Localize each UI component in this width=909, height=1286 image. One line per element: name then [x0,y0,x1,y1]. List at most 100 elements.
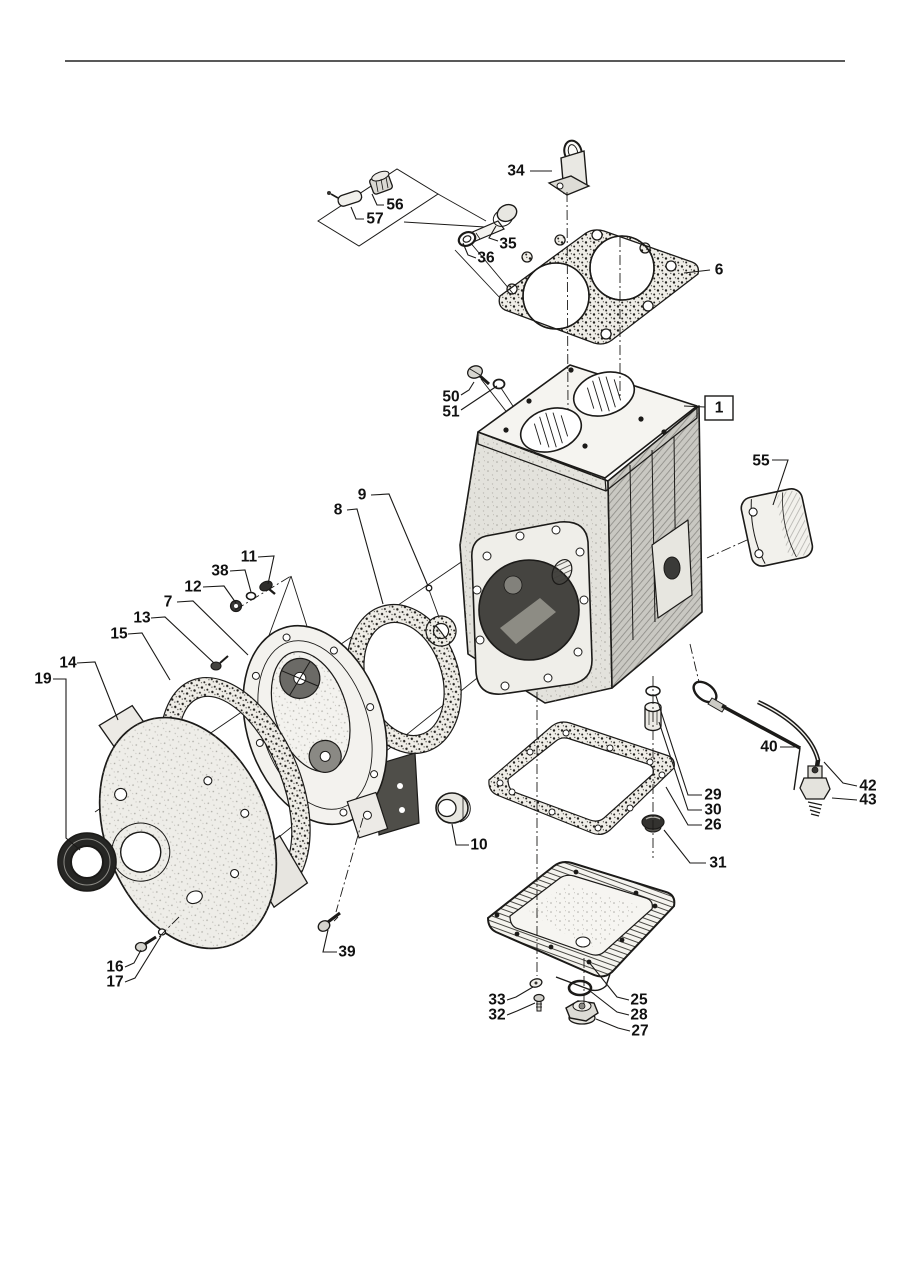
part-14-cover [98,704,309,950]
callout-27: 27 [631,1023,648,1040]
callout-57: 57 [366,211,383,228]
callout-1: 1 [715,400,724,417]
part-10-bushing [435,792,471,824]
leader-line-55 [772,459,789,506]
leader-line-33 [506,986,534,1001]
callout-12: 12 [184,579,201,596]
leader-line-25 [587,960,630,1001]
callout-10: 10 [470,837,487,854]
callout-6: 6 [715,262,724,279]
callout-29: 29 [704,787,722,804]
part-36-washer [457,231,477,247]
leader-line-30 [658,721,702,811]
callout-42: 42 [859,778,876,795]
callout-14: 14 [59,655,77,672]
part-25-oil-pan [486,861,676,992]
leader-line-6 [683,269,711,274]
leader-line-1 [683,405,706,408]
part-6-head-gasket [498,229,700,345]
part-56-plug [369,170,393,195]
part-12-nut [229,599,243,613]
leader-line-36 [462,242,477,259]
callout-55: 55 [752,453,770,470]
leader-line-43 [831,797,858,801]
callout-30: 30 [704,802,721,819]
callout-35: 35 [499,236,517,253]
callout-51: 51 [442,404,460,421]
leader-line-32 [506,1002,536,1016]
leader-line-12 [202,585,237,604]
callout-43: 43 [859,792,877,809]
part-32-bolt [533,993,545,1012]
leader-line-28 [589,990,630,1016]
leader-line-50 [460,381,475,396]
callout-31: 31 [709,855,727,872]
part-40-dipstick [692,680,801,791]
part-17-pin [157,928,167,936]
callout-25: 25 [630,992,648,1009]
part-34-bracket [547,139,591,196]
callout-32: 32 [488,1007,505,1024]
callout-26: 26 [704,817,722,834]
part-38-washer [245,591,257,601]
leader-line-57 [350,206,364,220]
leader-line-15 [127,632,171,681]
leader-line-26 [665,786,702,826]
leader-line-13 [150,616,215,664]
callout-28: 28 [630,1007,648,1024]
callout-17: 17 [106,974,123,991]
leader-line-7 [176,600,249,656]
callout-16: 16 [106,959,124,976]
part-33-plug [529,978,543,988]
leader-line-9 [370,493,429,587]
leader-line-10 [451,823,469,846]
part-55-bearing-cap [740,488,814,567]
callout-7: 7 [164,594,173,611]
callout-34: 34 [507,163,525,180]
part-27-nut [565,1000,599,1025]
leader-line-27 [595,1018,631,1032]
callout-40: 40 [760,739,777,756]
callout-11: 11 [241,549,258,566]
leader-line-11 [257,555,275,585]
part-42-tube [757,699,821,775]
part-28-oring [567,979,593,997]
leader-line-38 [229,569,252,593]
callout-33: 33 [488,992,506,1009]
leader-line-17 [124,935,162,983]
leader-line-8 [346,508,384,605]
assembly-axes [156,191,748,1004]
callout-19: 19 [34,671,52,688]
leader-line-31 [663,829,706,864]
callout-38: 38 [211,563,229,580]
leader-line-35 [488,225,499,242]
callout-39: 39 [338,944,356,961]
leader-line-56 [371,193,384,206]
leader-line-16 [124,949,142,968]
part-57-pin [327,190,363,207]
leader-line-14 [76,661,119,721]
callout-15: 15 [110,626,128,643]
part-9-stud [425,584,433,592]
part-19-seal [57,832,117,892]
part-16-bolt [134,935,157,953]
callout-50: 50 [442,389,459,406]
part-11-bolt [259,580,276,595]
leader-line-29 [655,695,702,796]
callout-56: 56 [386,197,404,214]
part-50-bolt [467,365,490,386]
callout-9: 9 [358,487,367,504]
leader-line-19 [53,678,81,851]
part-26-pan-gasket [488,721,675,836]
callout-36: 36 [477,250,495,267]
callout-box-1 [704,395,734,421]
leader-line-42 [823,761,858,787]
leader-line-51 [460,385,498,411]
part-7-front-plate [242,624,389,839]
callout-13: 13 [133,610,151,627]
part-13-plug [210,655,229,671]
part-1-cylinder-block [459,364,703,704]
